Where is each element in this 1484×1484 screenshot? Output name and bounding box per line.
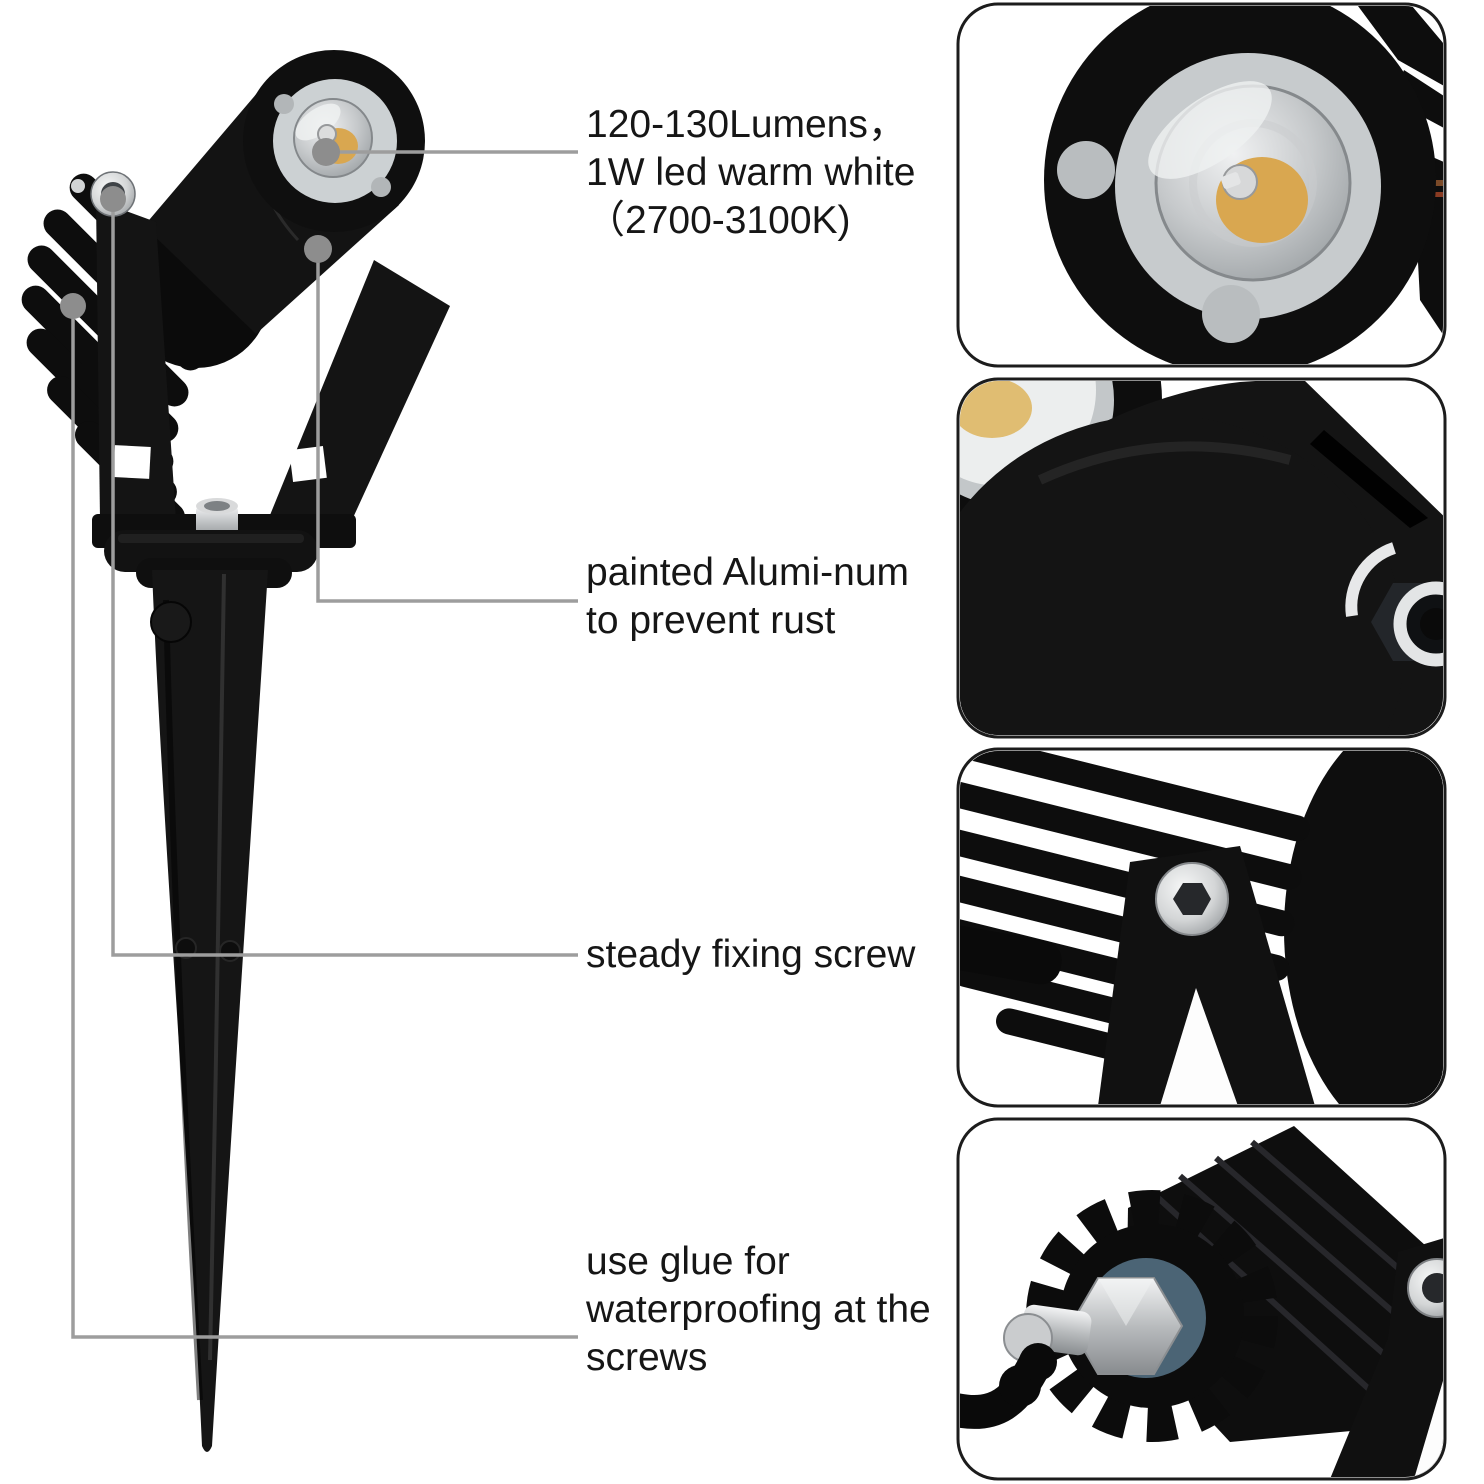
leader-lines [71, 150, 578, 1339]
callout-dot-glue [60, 293, 86, 319]
panel4-screw-socket [1422, 1273, 1443, 1303]
callout-label-fixing-screw: steady fixing screw [586, 933, 916, 976]
ground-spike [152, 570, 268, 1452]
panel2-slit [1310, 430, 1428, 528]
leader-line-glue [71, 306, 578, 1339]
panel4-cable-rib2 [1019, 1343, 1057, 1381]
detail-panel-heatsink [960, 751, 1443, 1104]
panel1-lens-highlight [1148, 81, 1272, 179]
callout-label-lumens: 120-130Lumens， 1W led warm white （2700-3… [586, 103, 916, 242]
callout-dot-screw [100, 186, 126, 212]
washer-highlight [118, 534, 304, 543]
pivot-knob-inner [204, 501, 230, 511]
bracket-arm-right-hole [289, 446, 327, 482]
spike-rivet-left [175, 937, 197, 959]
spike-bump [150, 601, 192, 643]
panel1-dimple-left [1057, 141, 1115, 199]
callout-label-waterproof-glue: use glue for waterproofing at the screws [586, 1240, 931, 1379]
bracket-arm-left [96, 200, 176, 520]
detail-panel-gland [960, 1126, 1443, 1477]
panel2-chrome-washer [1345, 542, 1397, 617]
spotlight-main-photo [21, 50, 450, 1452]
panel4-fin-star [1026, 1190, 1278, 1442]
callout-dots [60, 138, 340, 319]
diffuser-dimple-top [274, 94, 294, 114]
spike-shadow [163, 599, 203, 1401]
callout-dot-painted [304, 235, 332, 263]
panel3-bracket-notch [1160, 988, 1238, 1104]
leader-line-screw [111, 199, 578, 957]
diffuser-dimple-bottom [371, 177, 391, 197]
panel2-body-round [960, 415, 1405, 735]
panel4-nut-facet [1098, 1278, 1154, 1326]
side-pin [71, 179, 85, 193]
callout-dot-lumens [312, 138, 340, 166]
panel1-dimple-bottom [1202, 285, 1260, 343]
callout-label-painted-aluminum: painted Alumi-num to prevent rust [586, 551, 910, 642]
panel1-led-pin-arm [1220, 172, 1241, 189]
panel3-hex-socket [1173, 883, 1211, 915]
leader-line-painted [316, 249, 578, 603]
panel3-bracket-arm [1098, 846, 1315, 1104]
panel1-wire2 [1434, 192, 1443, 197]
lens-highlight [295, 103, 341, 141]
panel2-body-sheen [1037, 441, 1292, 485]
panel4-bracket-notch [1414, 1364, 1443, 1477]
bracket-arm-left-hole [113, 445, 151, 479]
detail-panel-lens [1044, 6, 1443, 364]
panel3-cable [960, 925, 1062, 985]
detail-panel-body [960, 381, 1443, 735]
panel4-bracket-arm [1330, 1226, 1443, 1477]
panel1-wire [1432, 180, 1443, 186]
panel3-body-edge [1408, 751, 1443, 1104]
panel2-screw-center [1420, 608, 1443, 640]
panel2-led-glow [960, 381, 1032, 438]
spike-rivet-right [219, 940, 241, 962]
